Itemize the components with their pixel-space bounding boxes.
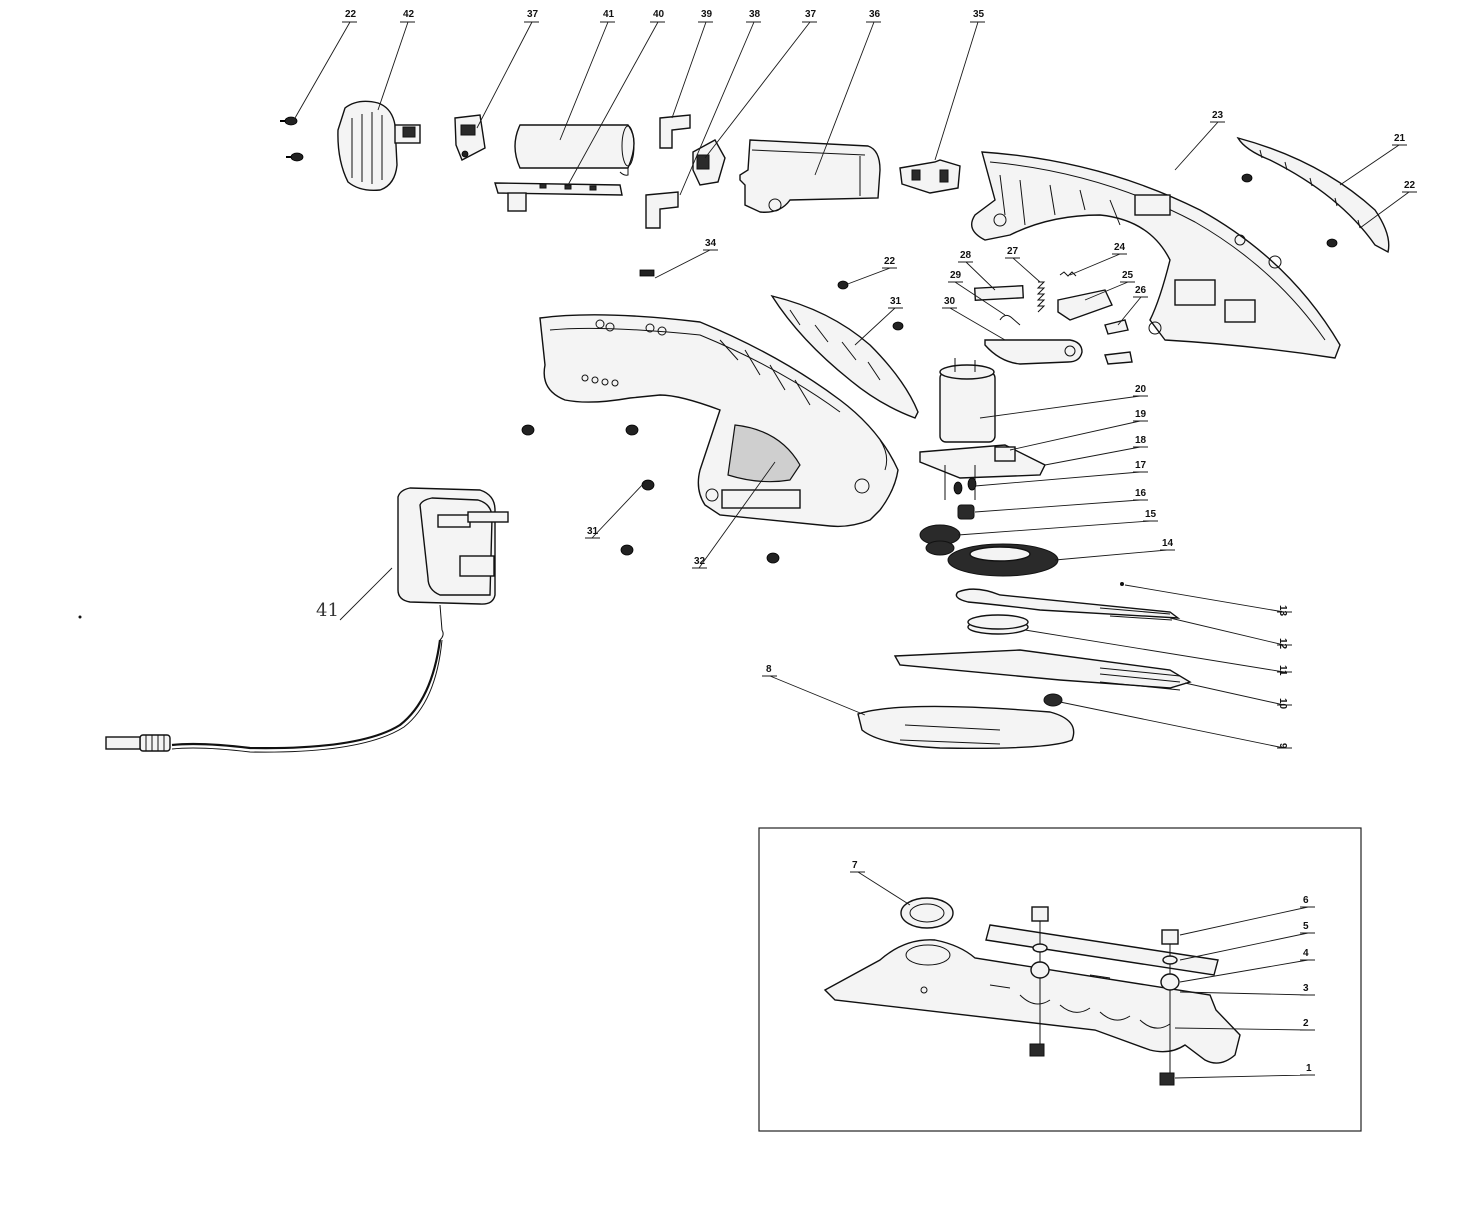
callout-label-23: 23 xyxy=(1212,110,1224,121)
callout-label-36: 36 xyxy=(869,9,881,20)
callout-label-38: 38 xyxy=(749,9,761,20)
blade-stack-parts xyxy=(857,582,1192,750)
callout-label-inset-2: 2 xyxy=(1303,1018,1309,1029)
callout-label-inset-1: 1 xyxy=(1306,1063,1312,1074)
callout-label-10: 10 xyxy=(1277,698,1288,710)
callout-label-inset-4: 4 xyxy=(1303,948,1309,959)
callout-label-42: 42 xyxy=(403,9,415,20)
pcb-strip-part xyxy=(494,182,623,212)
callout-label-inset-7: 7 xyxy=(852,860,858,871)
callout-label-34: 34 xyxy=(705,238,717,249)
connector-part xyxy=(899,159,961,194)
battery-cell-part xyxy=(514,124,635,176)
callout-label-18: 18 xyxy=(1135,435,1147,446)
callout-label-17: 17 xyxy=(1135,460,1147,471)
callout-label-31: 31 xyxy=(890,296,902,307)
bracket-part-39 xyxy=(659,114,691,149)
adapter-label: 41 xyxy=(316,600,339,621)
callout-label-41: 41 xyxy=(603,9,615,20)
callout-label-27: 27 xyxy=(1007,246,1019,257)
bolt-stack-right xyxy=(1159,929,1180,1086)
callout-label-37: 37 xyxy=(527,9,539,20)
callout-labels: 22 42 37 41 40 39 38 37 36 35 23 21 22 3… xyxy=(316,9,1416,1074)
callout-label-8: 8 xyxy=(766,664,772,675)
callout-label-35: 35 xyxy=(973,9,985,20)
bolt-stack-left xyxy=(1029,906,1050,1057)
callout-label-39: 39 xyxy=(701,9,713,20)
bracket-part-38 xyxy=(645,191,679,229)
callout-label-19: 19 xyxy=(1135,409,1147,420)
callout-label-14: 14 xyxy=(1162,538,1174,549)
battery-housing-part xyxy=(739,139,881,213)
end-cap-part xyxy=(337,100,421,192)
callout-label-22: 22 xyxy=(345,9,357,20)
callout-label-9: 9 xyxy=(1277,743,1288,749)
callout-label-12: 12 xyxy=(1277,638,1288,650)
switch-mechanism-parts xyxy=(973,271,1133,365)
screw-group-housing xyxy=(521,269,904,564)
charger-adapter-part xyxy=(78,487,509,753)
callout-label-11: 11 xyxy=(1277,665,1288,676)
switch-part-right xyxy=(692,139,726,186)
callout-label-25: 25 xyxy=(1122,270,1134,281)
detail-inset xyxy=(758,827,1362,1132)
motor-assembly-parts xyxy=(919,358,1059,577)
callout-label-inset-6: 6 xyxy=(1303,895,1309,906)
callout-label-28: 28 xyxy=(960,250,972,261)
callout-label-24: 24 xyxy=(1114,242,1126,253)
callout-label-16: 16 xyxy=(1135,488,1147,499)
top-cover-part xyxy=(770,294,919,419)
callout-label-29: 29 xyxy=(950,270,962,281)
right-housing-part xyxy=(971,151,1341,359)
top-row-parts xyxy=(280,100,961,229)
callout-label-22: 22 xyxy=(884,256,896,267)
callout-label-31: 31 xyxy=(587,526,599,537)
callout-label-26: 26 xyxy=(1135,285,1147,296)
callout-label-15: 15 xyxy=(1145,509,1157,520)
callout-label-20: 20 xyxy=(1135,384,1147,395)
callout-label-30: 30 xyxy=(944,296,956,307)
callout-lines xyxy=(294,21,1417,1079)
callout-label-32: 32 xyxy=(694,556,706,567)
screw-22-right-group xyxy=(1241,173,1338,248)
screw-22-left xyxy=(280,116,304,162)
callout-label-inset-3: 3 xyxy=(1303,983,1309,994)
left-housing-part xyxy=(539,314,899,528)
callout-label-37: 37 xyxy=(805,9,817,20)
blade-guard-part xyxy=(1236,136,1390,254)
callout-label-40: 40 xyxy=(653,9,665,20)
callout-label-13: 13 xyxy=(1277,605,1288,617)
callout-label-21: 21 xyxy=(1394,133,1406,144)
callout-label-22: 22 xyxy=(1404,180,1416,191)
callout-label-inset-5: 5 xyxy=(1303,921,1309,932)
